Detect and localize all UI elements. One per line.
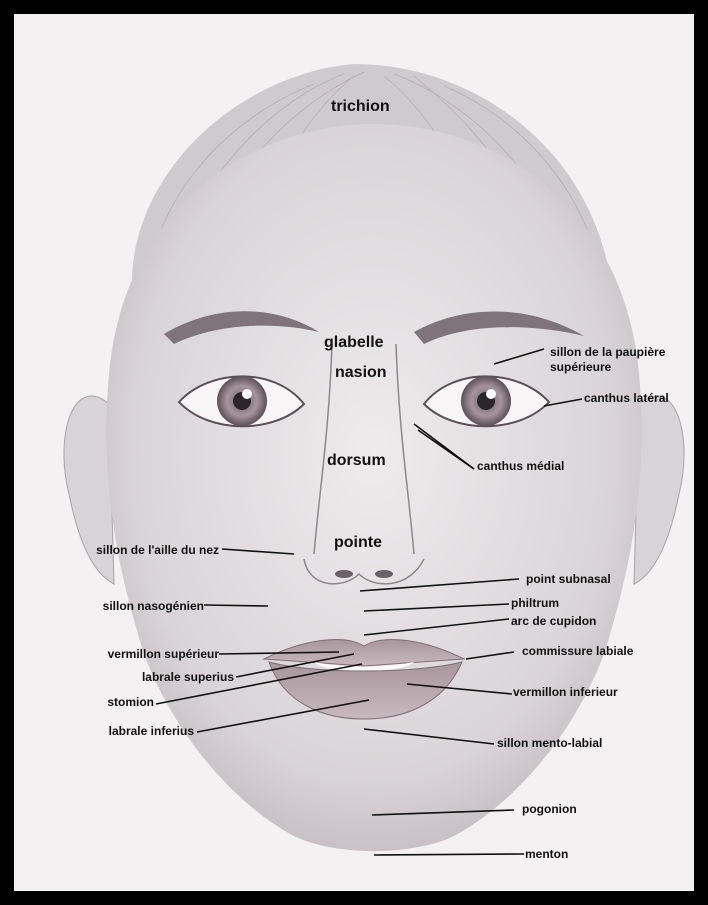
- label-labrale-superius: labrale superius: [44, 670, 234, 684]
- label-nasion: nasion: [335, 363, 387, 382]
- label-dorsum: dorsum: [327, 451, 386, 470]
- label-glabelle: glabelle: [324, 333, 384, 352]
- label-sillon-aile-nez: sillon de l'aille du nez: [44, 543, 219, 557]
- label-sillon-paupiere-line2: supérieure: [550, 360, 611, 374]
- label-canthus-medial: canthus médial: [477, 459, 564, 473]
- label-vermillon-superieur: vermillon supérieur: [44, 647, 219, 661]
- label-arc-cupidon: arc de cupidon: [511, 614, 596, 628]
- diagram-canvas: trichion glabelle nasion dorsum pointe s…: [14, 14, 694, 891]
- right-nostril: [375, 570, 393, 578]
- label-menton: menton: [525, 847, 568, 861]
- label-sillon-paupiere-line1: sillon de la paupière: [550, 345, 665, 359]
- label-philtrum: philtrum: [511, 596, 559, 610]
- label-stomion: stomion: [44, 695, 154, 709]
- label-canthus-lateral: canthus latéral: [584, 391, 669, 405]
- label-commissure-labiale: commissure labiale: [522, 644, 633, 658]
- left-nostril: [335, 570, 353, 578]
- label-labrale-inferius: labrale inferius: [44, 724, 194, 738]
- label-pogonion: pogonion: [522, 802, 577, 816]
- label-pointe: pointe: [334, 533, 382, 552]
- label-sillon-nasogenien: sillon nasogénien: [44, 599, 204, 613]
- label-trichion: trichion: [331, 97, 390, 116]
- label-vermillon-inferieur: vermillon inferieur: [513, 685, 618, 699]
- label-sillon-mento-labial: sillon mento-labial: [497, 736, 602, 750]
- label-point-subnasal: point subnasal: [526, 572, 611, 586]
